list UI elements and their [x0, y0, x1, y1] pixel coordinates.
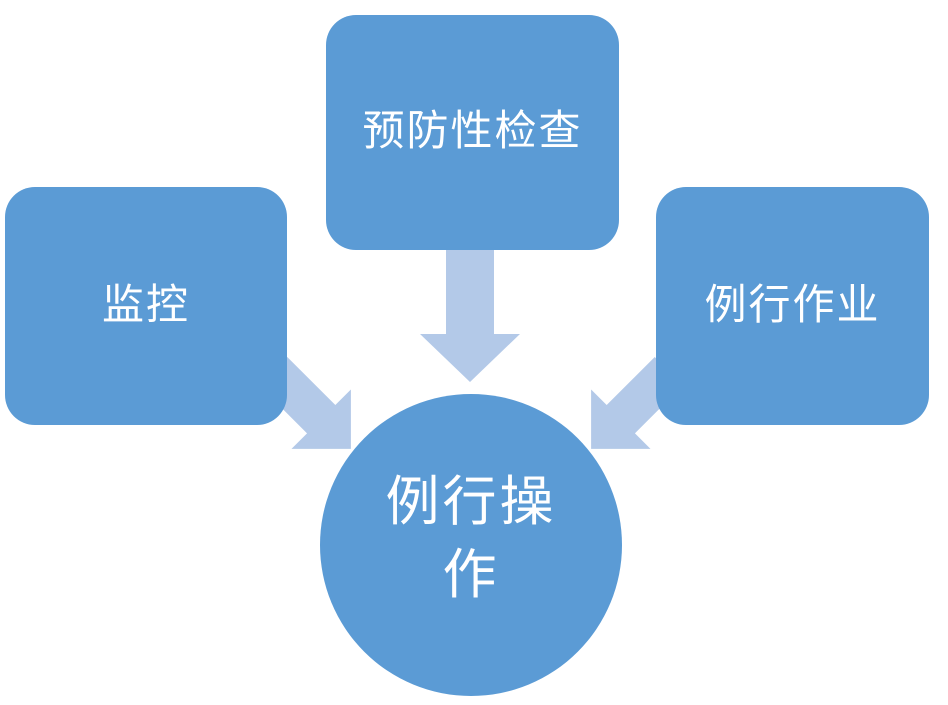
node-monitoring-label: 监控 [101, 282, 190, 329]
node-preventive-inspection: 预防性检查 [326, 15, 619, 250]
node-routine-work: 例行作业 [656, 187, 929, 425]
node-routine-operation: 例行操作 [320, 394, 622, 696]
node-monitoring: 监控 [5, 187, 287, 425]
node-preventive-inspection-label: 预防性检查 [362, 109, 583, 156]
arrow-down-icon [420, 248, 520, 382]
node-routine-work-label: 例行作业 [704, 282, 881, 329]
node-routine-operation-label: 例行操作 [385, 472, 557, 605]
